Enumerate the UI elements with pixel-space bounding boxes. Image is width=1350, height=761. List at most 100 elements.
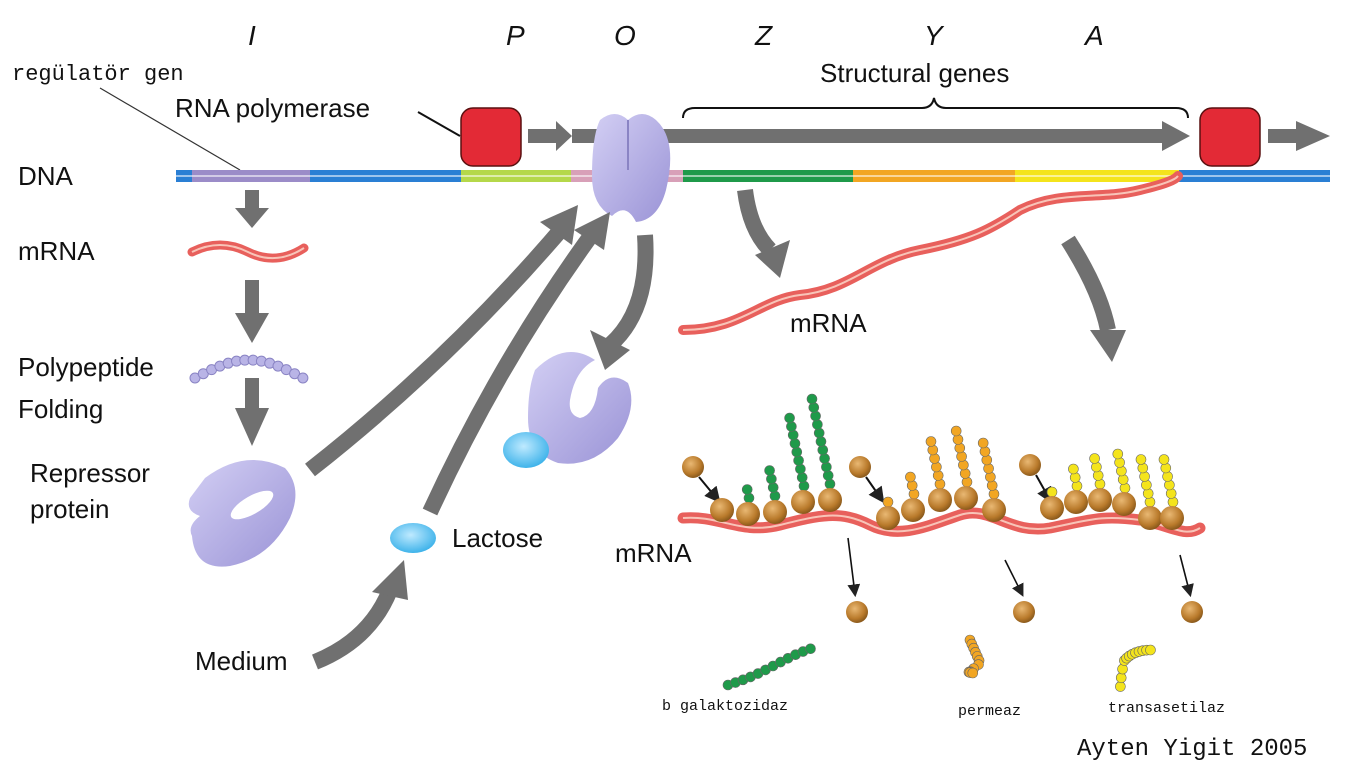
ribosome: [928, 488, 952, 512]
structural-genes-label: Structural genes: [820, 58, 1009, 88]
ribosome: [736, 502, 760, 526]
released-ribosome: [846, 601, 868, 623]
regulator-gene-label: regülatör gen: [12, 62, 184, 87]
arrows-to-operator: [305, 205, 654, 516]
mrna-bottom-label: mRNA: [615, 538, 692, 568]
transcription-arrows: [737, 188, 1126, 362]
protein-product: [1115, 644, 1156, 692]
polypeptide-chain: [189, 354, 309, 384]
ribosome: [1040, 496, 1064, 520]
ribosome: [1138, 506, 1162, 530]
gene-letter-i: I: [248, 20, 256, 51]
medium-arrow: [311, 560, 408, 670]
repressor-on-operator: [592, 114, 671, 222]
product-label-transasetilaz: transasetilaz: [1108, 700, 1225, 717]
amino-acid-bead: [905, 471, 916, 483]
free-ribosome: [849, 456, 871, 478]
binding-arrow: [698, 476, 721, 504]
protein-product: [722, 643, 816, 691]
polymerase-pointer-line: [417, 111, 461, 137]
ribosome: [1088, 488, 1112, 512]
dna-label: DNA: [18, 161, 74, 191]
gene-letter-o: O: [614, 20, 636, 51]
product-bead: [1117, 663, 1128, 675]
protein-product: [963, 634, 985, 679]
rna-polymerase-label: RNA polymerase: [175, 93, 370, 123]
ribosome: [818, 488, 842, 512]
amino-acid-bead: [764, 465, 775, 476]
amino-acid-bead: [925, 436, 937, 447]
gene-letter-a: A: [1083, 20, 1104, 51]
repressor-protein: [188, 460, 296, 567]
amino-acid-bead: [1158, 454, 1170, 465]
release-arrow: [1004, 559, 1024, 597]
released-ribosome: [1013, 601, 1035, 623]
product-label-permeaz: permeaz: [958, 703, 1021, 720]
amino-acid-bead: [1112, 448, 1124, 460]
amino-acid-bead: [806, 393, 818, 405]
amino-acid-bead: [1135, 454, 1147, 465]
medium-label: Medium: [195, 646, 287, 676]
ribosome: [901, 498, 925, 522]
binding-arrow: [1035, 474, 1052, 504]
author-credit: Ayten Yigit 2005: [1077, 736, 1307, 761]
transcription-arrow: [528, 121, 1330, 151]
product-bead: [1145, 644, 1156, 656]
polypeptide-bead: [297, 372, 309, 384]
ribosome: [1112, 492, 1136, 516]
product-bead: [805, 643, 816, 655]
gene-letters: I P O Z Y A: [248, 20, 1104, 51]
amino-acid-bead: [784, 412, 795, 424]
ribosome: [876, 506, 900, 530]
released-ribosome: [1181, 601, 1203, 623]
ribosome-group: [849, 425, 1035, 679]
product-bead: [1115, 681, 1126, 692]
ribosome-group: [1019, 448, 1203, 692]
folding-label: Folding: [18, 394, 103, 424]
structural-genes-brace: [682, 97, 1189, 119]
polycistronic-mrna: [678, 171, 1183, 335]
lactose-bound: [503, 432, 549, 468]
amino-acid-bead: [1046, 486, 1058, 498]
amino-acid-bead: [977, 437, 989, 449]
translation-mrna: [677, 507, 1206, 538]
free-ribosome: [682, 456, 704, 478]
amino-acid-bead: [950, 425, 962, 437]
ribosome: [763, 500, 787, 524]
rna-polymerase-start: [460, 107, 522, 167]
product-bead: [967, 667, 979, 679]
amino-acid-bead: [882, 496, 894, 508]
free-ribosome: [1019, 454, 1041, 476]
mrna-middle-label: mRNA: [790, 308, 867, 338]
gene-letter-z: Z: [754, 20, 773, 51]
ribosome-groups: [682, 393, 1203, 692]
release-arrow: [1179, 554, 1194, 598]
ribosome: [982, 498, 1006, 522]
repressor-label-line2: protein: [30, 494, 110, 524]
amino-acid-bead: [741, 484, 753, 495]
gene-letter-y: Y: [924, 20, 945, 51]
amino-acid-bead: [1089, 453, 1100, 464]
ribosome: [791, 490, 815, 514]
mrna-left-label: mRNA: [18, 236, 95, 266]
regulator-pointer-line: [99, 87, 241, 171]
ribosome: [1160, 506, 1184, 530]
dna-strand: [176, 170, 1330, 182]
repressor-label-line1: Repressor: [30, 458, 150, 488]
product-label-galaktozidaz: b galaktozidaz: [662, 698, 788, 715]
release-arrow: [847, 537, 861, 598]
lactose-molecule: [390, 523, 436, 553]
product-bead: [1115, 672, 1127, 684]
binding-arrow: [865, 476, 885, 504]
ribosome-group: [682, 393, 868, 691]
ribosome: [954, 486, 978, 510]
gene-letter-p: P: [506, 20, 525, 51]
rna-polymerase-end: [1199, 107, 1261, 167]
left-arrows: [235, 190, 269, 446]
amino-acid-bead: [1068, 463, 1079, 475]
repressor-lactose-complex: [503, 352, 632, 468]
polypeptide-label: Polypeptide: [18, 352, 154, 382]
lactose-label: Lactose: [452, 523, 543, 553]
ribosome: [1064, 490, 1088, 514]
